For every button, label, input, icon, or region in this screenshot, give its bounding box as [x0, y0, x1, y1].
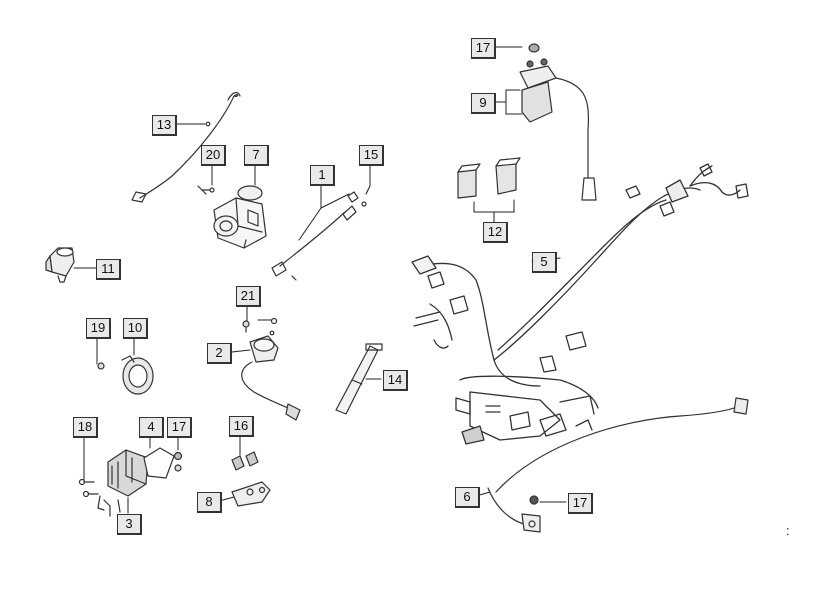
callout-1: 1 — [310, 165, 335, 186]
callout-20: 20 — [201, 145, 226, 166]
starter-relay-9 — [519, 58, 597, 201]
callout-17-top: 17 — [471, 38, 496, 59]
cable-1 — [271, 185, 371, 281]
callout-21: 21 — [236, 286, 261, 307]
callout-15: 15 — [359, 145, 384, 166]
callout-14: 14 — [383, 370, 408, 391]
nut-17-right — [529, 495, 539, 505]
callout-16: 16 — [229, 416, 254, 437]
horn-10 — [121, 355, 154, 395]
plate-4 — [143, 447, 175, 479]
leader-lines — [73, 46, 567, 514]
ignition-lock-7 — [213, 185, 267, 249]
screw-20 — [197, 185, 215, 195]
cable-13 — [131, 91, 241, 203]
callout-4: 4 — [139, 417, 164, 438]
callout-10: 10 — [123, 318, 148, 339]
screws-21 — [242, 317, 278, 336]
callout-8: 8 — [197, 492, 222, 513]
callout-2: 2 — [207, 343, 232, 364]
callout-13: 13 — [152, 115, 177, 136]
wiring-harness-5 — [411, 163, 749, 445]
callout-18: 18 — [73, 417, 98, 438]
relays-12 — [457, 157, 521, 199]
callout-17-left: 17 — [167, 417, 192, 438]
connectors-16 — [231, 451, 259, 471]
callout-5: 5 — [532, 252, 557, 273]
callout-11: 11 — [96, 259, 121, 280]
callout-19: 19 — [86, 318, 111, 339]
callout-6: 6 — [455, 487, 480, 508]
callout-9: 9 — [471, 93, 496, 114]
screw-19 — [97, 362, 105, 370]
screws-18 — [78, 478, 99, 498]
footnote-mark: : — [786, 523, 790, 538]
nut-17-left — [173, 451, 183, 472]
callout-17-right: 17 — [568, 493, 593, 514]
bracket-8 — [231, 481, 271, 507]
nut-17-top — [528, 43, 540, 53]
callout-3: 3 — [117, 514, 142, 535]
cable-6 — [487, 397, 749, 533]
callout-12: 12 — [483, 222, 508, 243]
ignition-coil-2 — [241, 335, 301, 421]
regulator-3 — [97, 449, 149, 517]
tube-14 — [335, 343, 383, 415]
switch-11 — [45, 247, 75, 283]
callout-7: 7 — [244, 145, 269, 166]
